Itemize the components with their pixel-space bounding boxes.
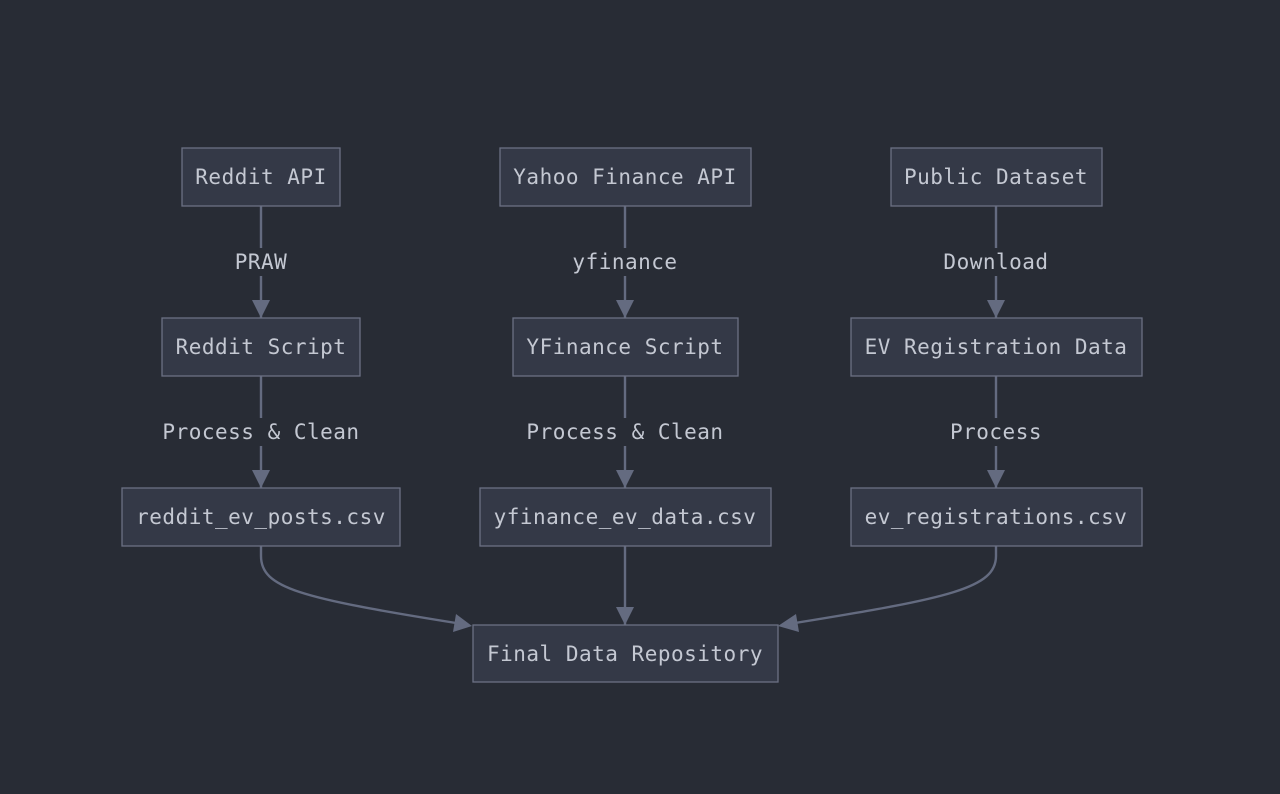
node-label: Reddit API <box>195 165 326 189</box>
node-label: Final Data Repository <box>487 642 763 666</box>
node-reddit-script[interactable]: Reddit Script <box>161 317 361 377</box>
arrowhead-final-center <box>616 607 634 625</box>
node-yahoo-finance-api[interactable]: Yahoo Finance API <box>499 147 752 207</box>
edge-label-reddit-process: Process & Clean <box>162 420 359 444</box>
node-label: yfinance_ev_data.csv <box>494 505 757 529</box>
edge-label-download: Download <box>943 250 1048 274</box>
edge-label-yfinance-process: Process & Clean <box>526 420 723 444</box>
node-reddit-api[interactable]: Reddit API <box>181 147 341 207</box>
edge-reddit-csv-to-final <box>259 546 457 625</box>
arrowhead-yfinance-script <box>616 300 634 318</box>
arrowhead-reddit-csv <box>252 470 270 488</box>
arrowhead-final-left <box>453 614 472 632</box>
edge-label-yfinance: yfinance <box>572 250 677 274</box>
nodes: Reddit API Yahoo Finance API Public Data… <box>121 147 1143 683</box>
node-yfinance-script[interactable]: YFinance Script <box>512 317 739 377</box>
node-label: Yahoo Finance API <box>513 165 736 189</box>
edge-ev-csv-to-final <box>794 546 998 625</box>
node-final-data-repository[interactable]: Final Data Repository <box>472 624 779 683</box>
edge-label-praw: PRAW <box>235 250 288 274</box>
node-label: Reddit Script <box>176 335 347 359</box>
node-label: YFinance Script <box>526 335 723 359</box>
arrowhead-final-right <box>778 614 799 632</box>
arrowhead-ev-csv <box>987 470 1005 488</box>
node-label: ev_registrations.csv <box>865 505 1128 529</box>
node-ev-registration-data[interactable]: EV Registration Data <box>850 317 1143 377</box>
edges <box>252 206 1005 632</box>
edge-label-ev-process: Process <box>950 420 1042 444</box>
arrowhead-ev-registration <box>987 300 1005 318</box>
arrowhead-reddit-script <box>252 300 270 318</box>
node-reddit-ev-posts-csv[interactable]: reddit_ev_posts.csv <box>121 487 401 547</box>
arrowhead-yfinance-csv <box>616 470 634 488</box>
node-label: Public Dataset <box>904 165 1088 189</box>
node-label: EV Registration Data <box>865 335 1128 359</box>
node-public-dataset[interactable]: Public Dataset <box>890 147 1103 207</box>
node-ev-registrations-csv[interactable]: ev_registrations.csv <box>850 487 1143 547</box>
node-label: reddit_ev_posts.csv <box>136 505 386 529</box>
edge-labels: PRAW yfinance Download Process & Clean P… <box>156 248 1055 446</box>
node-yfinance-ev-data-csv[interactable]: yfinance_ev_data.csv <box>479 487 772 547</box>
